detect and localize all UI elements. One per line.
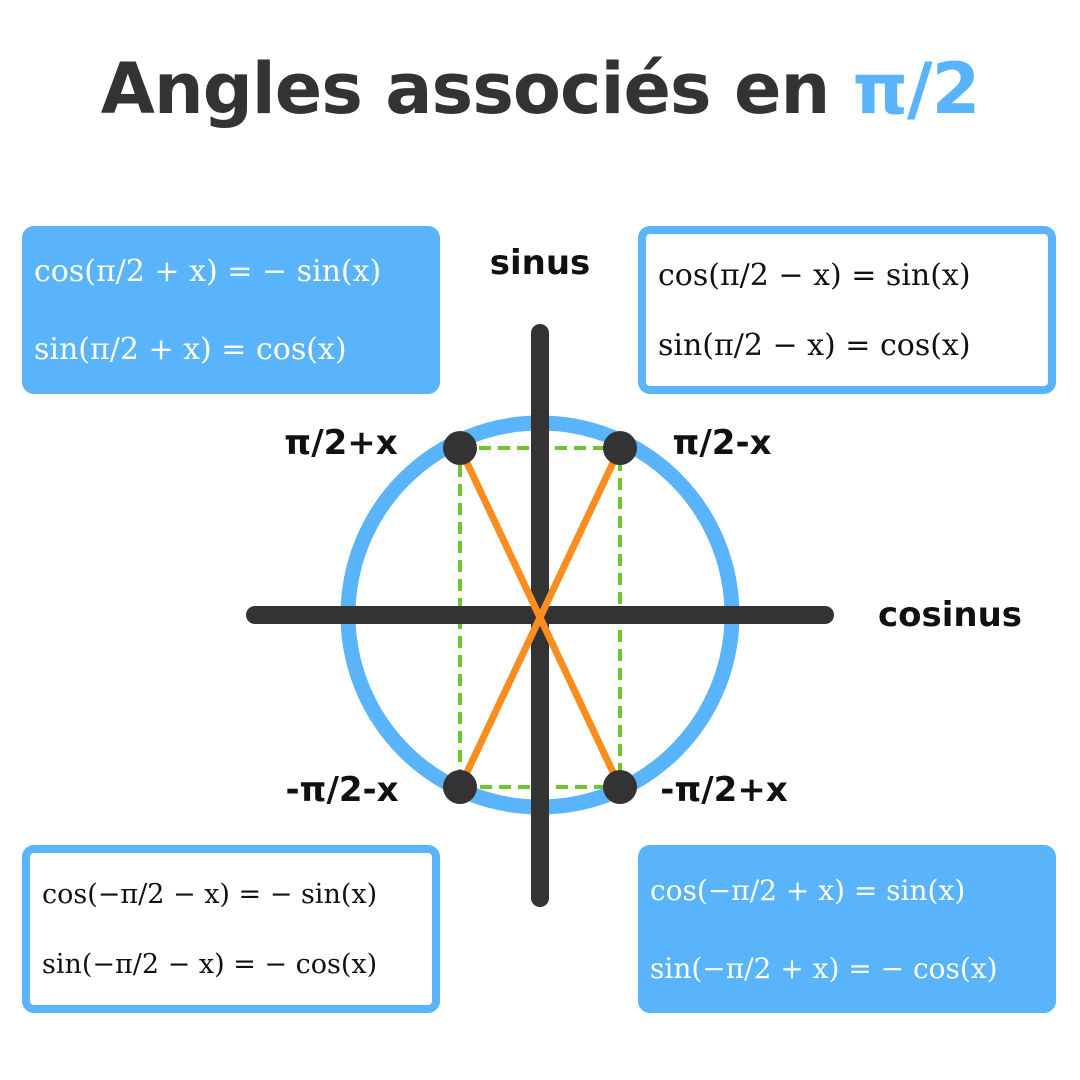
sinus-label: sinus	[489, 243, 591, 283]
point-pi2-plus-x	[443, 431, 477, 465]
point-label: π/2+x	[284, 423, 398, 463]
point-label: -π/2-x	[285, 770, 399, 810]
title-accent: π/2	[852, 48, 981, 130]
formula: sin(π/2 + x) = cos(x)	[34, 331, 347, 367]
formula: cos(π/2 + x) = − sin(x)	[34, 253, 382, 289]
formula-box-top-left: cos(π/2 + x) = − sin(x) sin(π/2 + x) = c…	[22, 226, 440, 394]
formula: sin(−π/2 − x) = − cos(x)	[42, 948, 378, 980]
point-label: π/2-x	[672, 423, 772, 463]
point-label: -π/2+x	[660, 770, 788, 810]
radius-line-2	[456, 446, 624, 789]
formula-box-bottom-right: cos(−π/2 + x) = sin(x) sin(−π/2 + x) = −…	[638, 845, 1056, 1013]
point-pi2-minus-x	[603, 431, 637, 465]
page-title: Angles associés en π/2	[0, 48, 1080, 130]
formula-box-top-right: cos(π/2 − x) = sin(x) sin(π/2 − x) = cos…	[638, 226, 1056, 394]
formula: sin(π/2 − x) = cos(x)	[658, 327, 971, 363]
point-neg-pi2-plus-x	[603, 770, 637, 804]
cosinus-label: cosinus	[877, 595, 1023, 635]
formula-box-bottom-left: cos(−π/2 − x) = − sin(x) sin(−π/2 − x) =…	[22, 845, 440, 1013]
formula: cos(π/2 − x) = sin(x)	[658, 257, 971, 293]
point-neg-pi2-minus-x	[443, 770, 477, 804]
formula: sin(−π/2 + x) = − cos(x)	[650, 951, 998, 985]
formula: cos(−π/2 + x) = sin(x)	[650, 873, 966, 907]
title-text: Angles associés en	[100, 48, 853, 130]
formula: cos(−π/2 − x) = − sin(x)	[42, 878, 378, 910]
